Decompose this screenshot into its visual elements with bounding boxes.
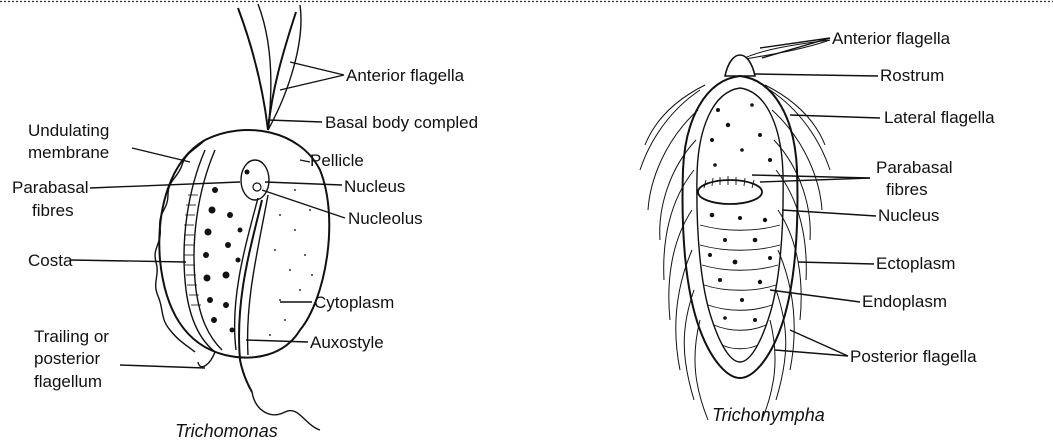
label-tn-rostrum: Rostrum [880,66,944,85]
label-nucleus: Nucleus [344,177,405,196]
label-cytoplasm: Cytoplasm [314,293,394,312]
anterior-flagellum-1 [268,12,296,130]
label-tn-anterior-flagella: Anterior flagella [832,29,951,48]
trichonympha-granules [708,103,772,322]
label-tn-ectoplasm: Ectoplasm [876,254,955,273]
label-anterior-flagella: Anterior flagella [346,66,465,85]
trichonympha-figure: Anterior flagella Rostrum Lateral flagel… [640,29,995,425]
label-tn-parabasal-line1: Parabasal [876,158,953,177]
trichomonas-leader-lines [70,62,345,368]
label-parabasal-line1: Parabasal [12,178,89,197]
costa [184,150,215,352]
label-trailing-line1: Trailing or [34,327,109,346]
label-undulating-line2: membrane [28,143,109,162]
caption-trichomonas: Trichomonas [175,421,278,441]
trichonympha-body [683,76,798,378]
costa-stripes [184,195,201,305]
label-parabasal-line2: fibres [32,201,74,220]
granules [203,187,243,333]
label-nucleolus: Nucleolus [348,209,423,228]
label-costa: Costa [28,251,73,270]
label-tn-nucleus: Nucleus [878,206,939,225]
label-basal-body: Basal body compled [325,113,478,132]
trichomonas-figure: Anterior flagella Basal body compled Und… [12,4,478,441]
label-tn-lateral-flagella: Lateral flagella [884,108,995,127]
endoplasm-bands [700,225,780,349]
label-undulating-line1: Undulating [28,121,109,140]
label-trailing-line2: posterior [34,349,100,368]
anterior-flagellum-2 [238,8,268,130]
label-pellicle: Pellicle [310,151,364,170]
label-auxostyle: Auxostyle [310,333,384,352]
trichomonas-nucleolus [253,183,261,191]
cytoplasm-dots [269,189,313,336]
label-tn-parabasal-line2: fibres [886,180,928,199]
caption-trichonympha: Trichonympha [712,405,825,425]
label-tn-posterior-flagella: Posterior flagella [850,347,977,366]
label-trailing-line3: flagellum [34,372,102,391]
anterior-flagellum-3 [268,5,301,130]
label-tn-endoplasm: Endoplasm [862,292,947,311]
trichonympha-nucleus [698,180,762,204]
trichomonas-nucleus [241,160,269,200]
